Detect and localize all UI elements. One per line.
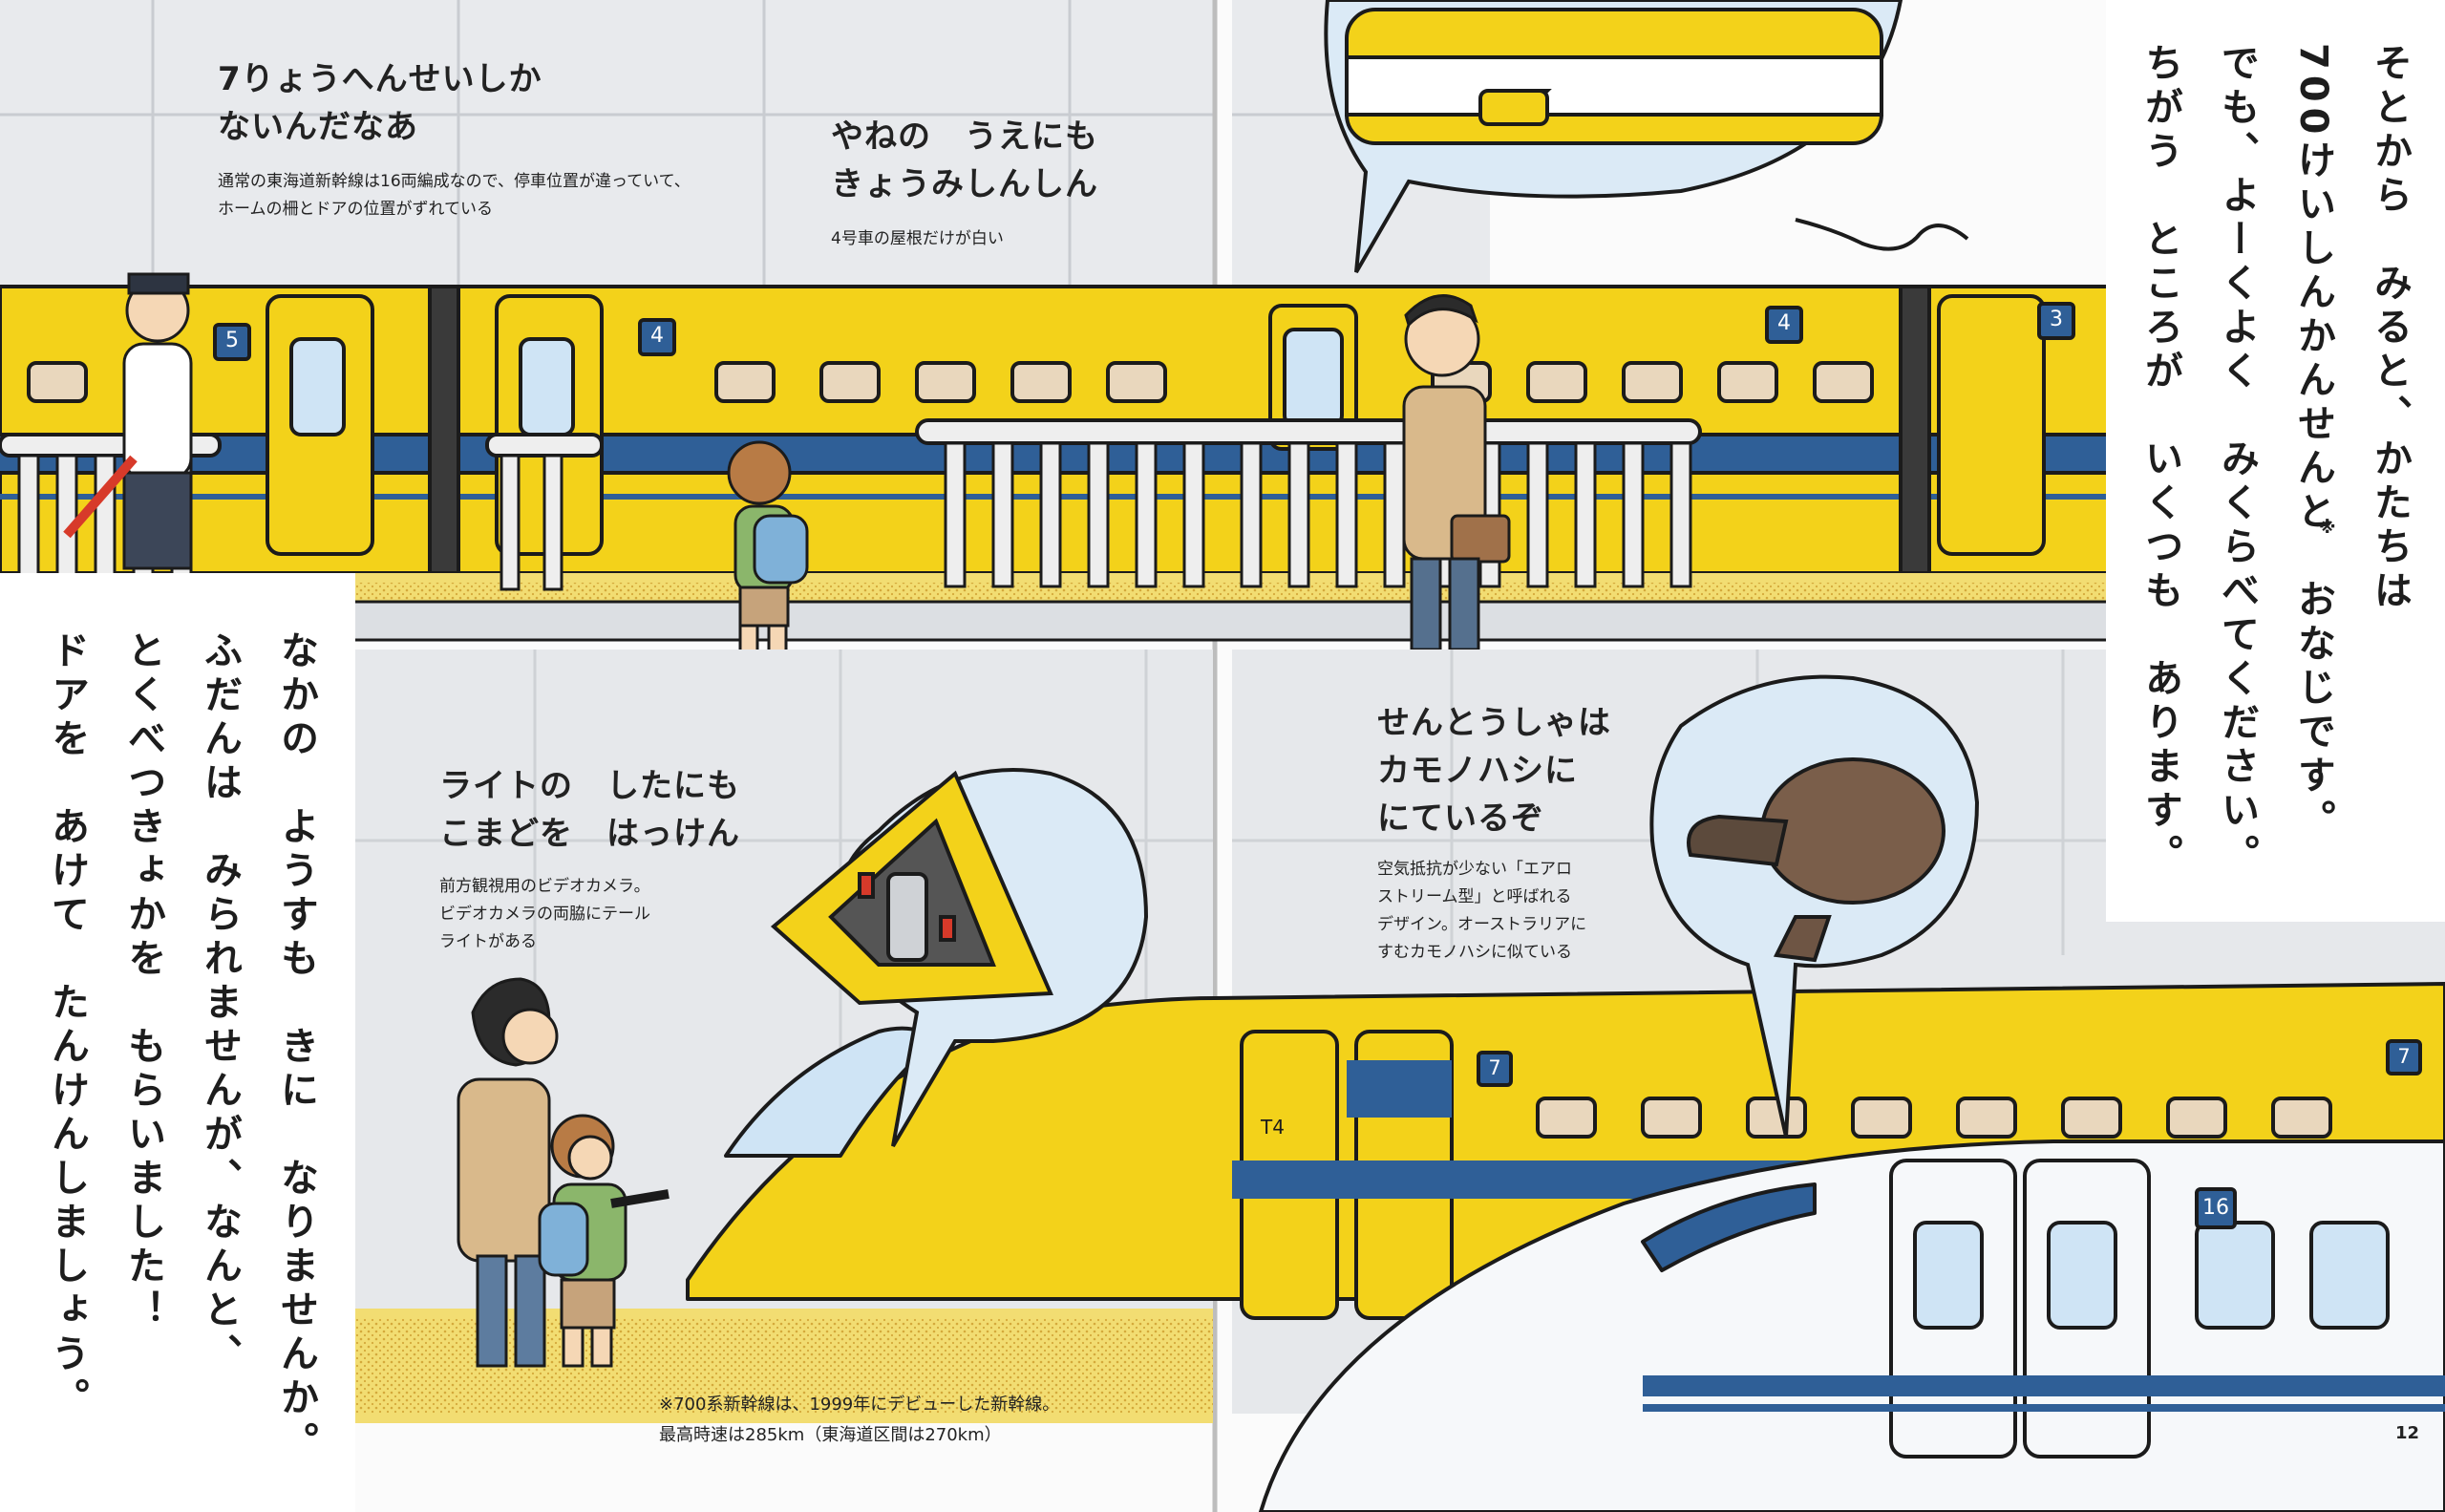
footnote: ※700系新幹線は、1999年にデビューした新幹線。 最高時速は285km（東海… bbox=[659, 1390, 1059, 1451]
main-text-column: そとから みると、かたちは bbox=[2368, 43, 2412, 614]
car-number-4-right: 4 bbox=[1777, 311, 1791, 335]
caption-heading-line: こまどを はっけん bbox=[439, 815, 740, 853]
caption-body-line: すむカモノハシに似ている bbox=[1377, 943, 1572, 962]
lead-car-marking: T4 bbox=[1261, 1116, 1285, 1139]
main-text-column: とくべつきょかを もらいました！ bbox=[121, 630, 165, 1333]
caption-body-line: 4号車の屋根だけが白い bbox=[831, 229, 1004, 248]
footnote-line: ※700系新幹線は、1999年にデビューした新幹線。 bbox=[659, 1395, 1060, 1415]
caption-window: ライトの したにも こまどを はっけん 前方観視用のビデオカメラ。 ビデオカメラ… bbox=[439, 762, 740, 956]
top-right-text-panel bbox=[2106, 0, 2445, 922]
caption-body-line: ストリーム型」と呼ばれる bbox=[1377, 887, 1572, 906]
car-number-3: 3 bbox=[2050, 308, 2063, 331]
car-number-7: 7 bbox=[1488, 1056, 1501, 1079]
caption-body-line: 前方観視用のビデオカメラ。 bbox=[439, 877, 650, 896]
car-number-16: 16 bbox=[2202, 1196, 2229, 1220]
caption-body-line: 空気抵抗が少ない「エアロ bbox=[1377, 860, 1572, 879]
main-text-column: ドアを あけて たんけんしましょう。 bbox=[45, 630, 89, 1421]
caption-heading-line: 7りょうへんせいしか bbox=[218, 60, 542, 98]
station-wall-left bbox=[0, 0, 1213, 287]
caption-heading-line: きょうみしんしん bbox=[831, 165, 1098, 203]
caption-heading-line: せんとうしゃは bbox=[1377, 704, 1611, 742]
caption-heading-line: にているぞ bbox=[1377, 799, 1544, 838]
caption-body-line: ビデオカメラの両脇にテール bbox=[439, 905, 650, 924]
caption-heading-line: やねの うえにも bbox=[831, 117, 1098, 156]
main-text-column: でも、よーくよく みくらべてください。 bbox=[2215, 43, 2259, 878]
caption-seven-cars: 7りょうへんせいしか ないんだなあ 通常の東海道新幹線は16両編成なので、停車位… bbox=[218, 55, 691, 224]
page-number: 12 bbox=[2395, 1423, 2420, 1443]
caption-body-line: ホームの柵とドアの位置がずれている bbox=[218, 200, 493, 219]
man-looking-up-figure bbox=[1402, 294, 1511, 651]
main-text-column: ちがう ところが いくつも あります。 bbox=[2138, 43, 2182, 878]
pantograph-icon bbox=[1324, 0, 1903, 274]
caption-heading-line: ないんだなあ bbox=[218, 108, 418, 146]
station-staff-figure bbox=[63, 272, 193, 570]
white-train bbox=[1259, 1139, 2445, 1512]
boy-backpack-figure bbox=[727, 440, 809, 656]
car-number-5: 5 bbox=[225, 329, 239, 352]
caption-body-line: デザイン。オーストラリアに bbox=[1377, 915, 1587, 934]
note-mark: ※ bbox=[2319, 518, 2336, 538]
main-text-column: 700けいしんかんせんと おなじです。 bbox=[2291, 43, 2335, 843]
caption-platypus: せんとうしゃは カモノハシに にているぞ 空気抵抗が少ない「エアロ ストリーム型… bbox=[1377, 699, 1611, 967]
left-text-panel bbox=[0, 573, 355, 1512]
mother-figure bbox=[457, 977, 559, 1368]
car-number-7-right: 7 bbox=[2397, 1045, 2411, 1068]
caption-body-line: 通常の東海道新幹線は16両編成なので、停車位置が違っていて、 bbox=[218, 172, 691, 191]
caption-body-line: ライトがある bbox=[439, 932, 537, 951]
caption-heading-line: カモノハシに bbox=[1377, 752, 1578, 790]
car-number-4: 4 bbox=[650, 324, 664, 348]
platypus-icon bbox=[1649, 674, 1980, 1138]
main-text-column: ふだんは みられませんが、なんと、 bbox=[198, 630, 242, 1377]
main-text-column: なかの ようすも きに なりませんか。 bbox=[274, 630, 318, 1465]
caption-heading-line: ライトの したにも bbox=[439, 767, 740, 805]
child-pointing-figure bbox=[538, 1114, 670, 1368]
camera-icon bbox=[770, 768, 1149, 1148]
footnote-line: 最高時速は285km（東海道区間は270km） bbox=[659, 1425, 1002, 1445]
caption-roof: やねの うえにも きょうみしんしん 4号車の屋根だけが白い bbox=[831, 113, 1098, 253]
